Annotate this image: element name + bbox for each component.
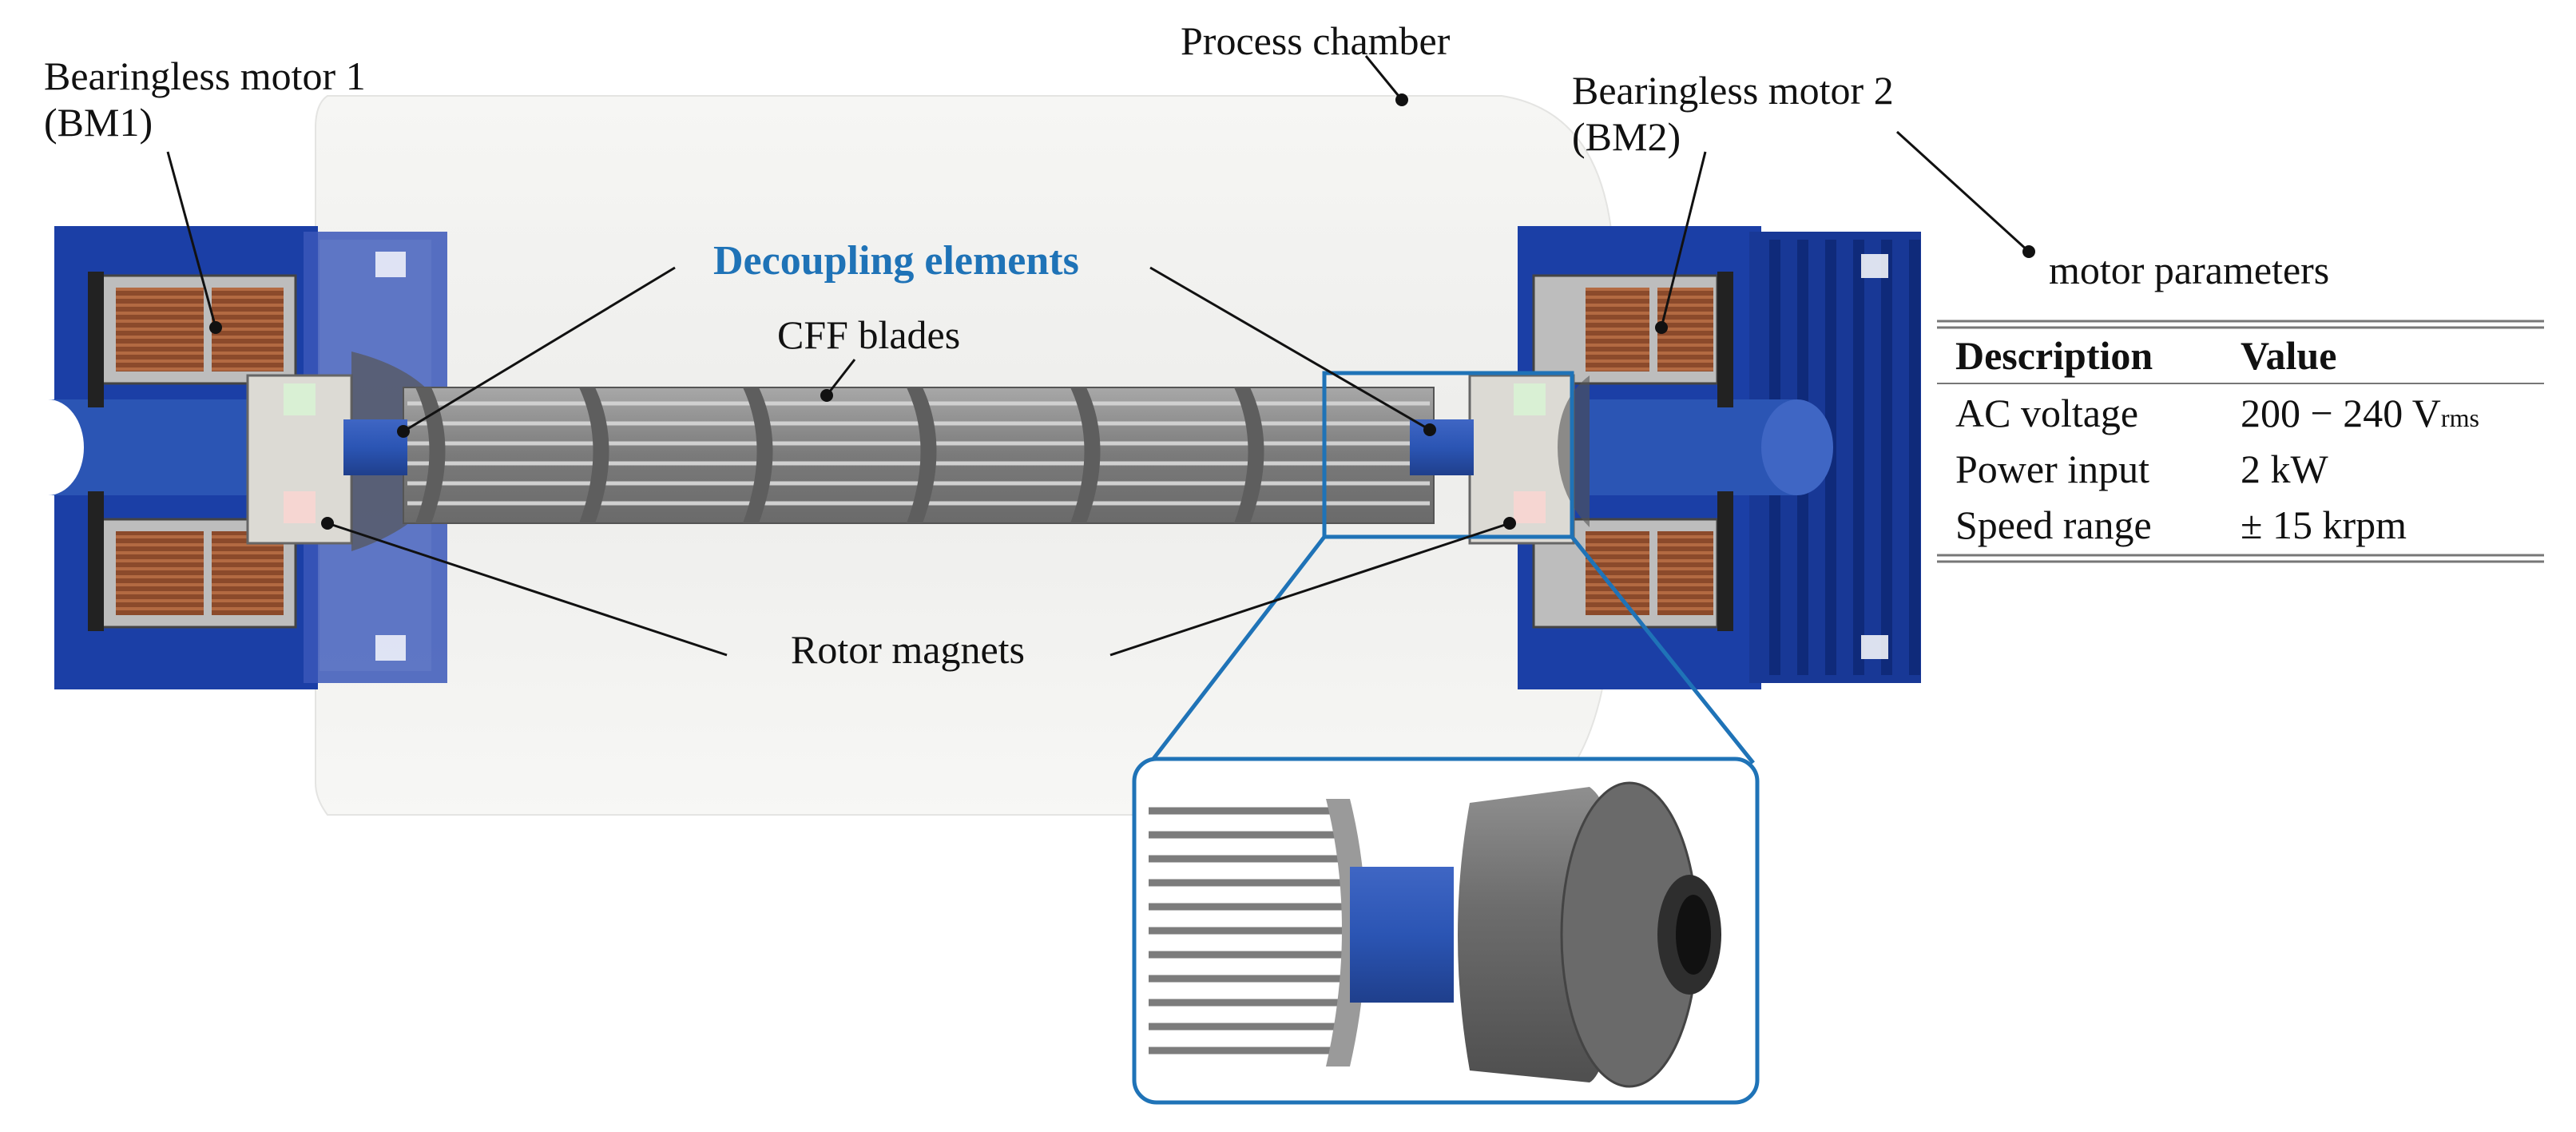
bm1-label-line2: (BM1) bbox=[44, 100, 153, 145]
leader-dots bbox=[209, 93, 2035, 530]
zoom-indicator bbox=[1149, 371, 1755, 765]
leader-lines bbox=[166, 55, 2030, 657]
table-cell-value: 200 − 240 Vrms bbox=[2241, 391, 2479, 435]
process-chamber-label: Process chamber bbox=[1181, 18, 1451, 63]
bearingless-motor-2 bbox=[1468, 226, 1921, 689]
decoupling-elements-label: Decoupling elements bbox=[713, 238, 1079, 284]
value-text: 200 − 240 V bbox=[2241, 391, 2441, 435]
detail-inset bbox=[1132, 757, 1760, 1105]
bm2-label-line2: (BM2) bbox=[1572, 114, 1681, 159]
table-cell-description: Power input bbox=[1955, 447, 2149, 491]
table-cell-value: ± 15 krpm bbox=[2241, 502, 2407, 547]
table-header-description: Description bbox=[1955, 333, 2153, 378]
cff-blades-label: CFF blades bbox=[777, 312, 960, 357]
table-cell-value: 2 kW bbox=[2241, 447, 2329, 491]
bm1-label-line1: Bearingless motor 1 bbox=[44, 54, 366, 98]
table-header-value: Value bbox=[2241, 333, 2336, 378]
bm2-label-line1: Bearingless motor 2 bbox=[1572, 68, 1894, 113]
value-subscript: rms bbox=[2441, 403, 2479, 432]
table-cell-description: Speed range bbox=[1955, 502, 2152, 547]
cff-rotor bbox=[343, 387, 1474, 524]
rotor-magnets-label: Rotor magnets bbox=[791, 627, 1025, 672]
table-cell-description: AC voltage bbox=[1955, 391, 2138, 435]
motor-parameters-label: motor parameters bbox=[2049, 248, 2329, 292]
parameters-table: Description Value AC voltage 200 − 240 V… bbox=[1937, 320, 2544, 563]
